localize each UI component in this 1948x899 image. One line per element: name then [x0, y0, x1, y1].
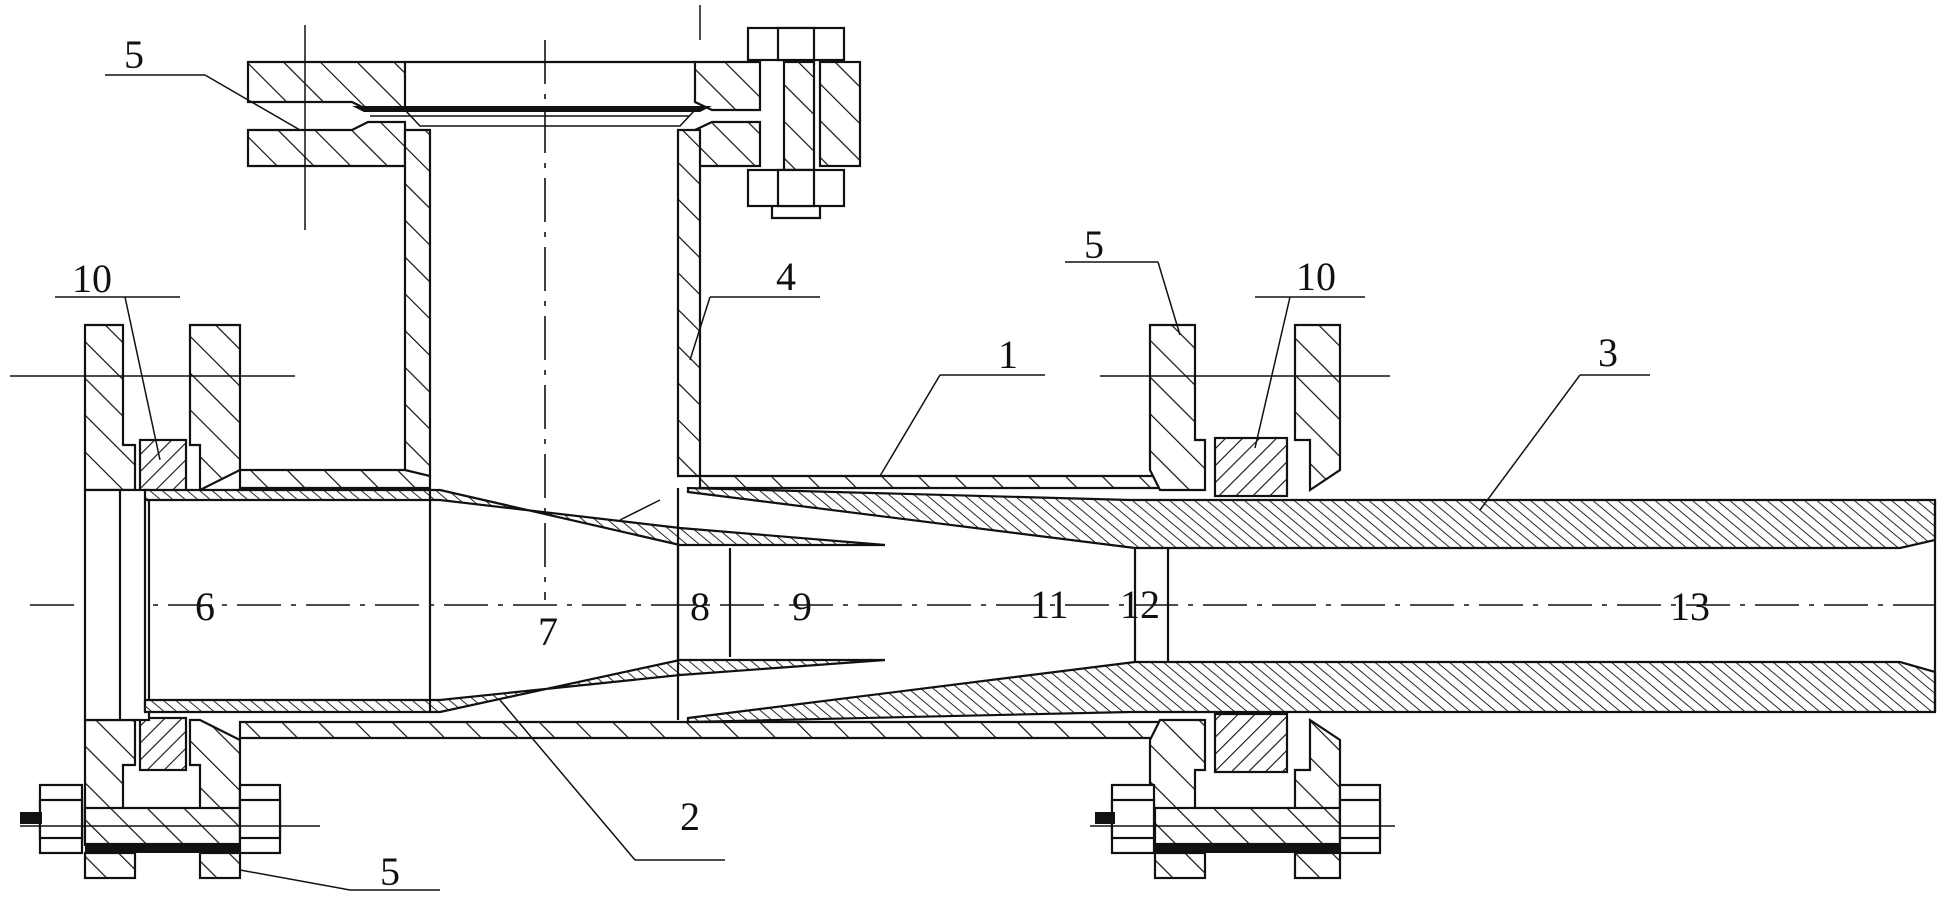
bottom-bolts	[20, 783, 1395, 880]
top-flange-upper-left	[246, 60, 407, 112]
right-flange-inner	[1293, 323, 1342, 493]
right-seal-bottom	[1213, 712, 1289, 774]
label-flange-bottom: 5	[380, 849, 400, 894]
shell-top-right	[698, 474, 1162, 490]
label-section-8: 8	[690, 584, 710, 629]
top-flange-lower-left	[246, 120, 407, 168]
label-section-11: 11	[1030, 582, 1069, 627]
top-flange-assembly	[246, 5, 862, 600]
inlet-pipe-left-wall	[403, 128, 432, 478]
shell-bottom	[238, 720, 1162, 740]
labels: 5 10 4 5 10 1 3 2 5 6 7 8 9 11 12 13	[72, 32, 1710, 894]
label-shell: 1	[998, 332, 1018, 377]
left-flange-inner	[188, 323, 242, 492]
nozzle-bottom	[143, 658, 886, 714]
diffuser-top	[686, 486, 1937, 550]
leader-lines	[55, 74, 1650, 891]
label-flange-right: 5	[1084, 222, 1104, 267]
left-flange-outer	[83, 323, 137, 492]
diffuser-bottom	[686, 660, 1937, 724]
label-section-13: 13	[1670, 584, 1710, 629]
right-flange-outer	[1148, 323, 1207, 492]
nozzle-top	[143, 488, 886, 547]
label-diffuser: 3	[1598, 330, 1618, 375]
label-section-9: 9	[792, 584, 812, 629]
top-flange-lower-right	[693, 120, 762, 168]
label-section-6: 6	[195, 584, 215, 629]
main-body	[10, 323, 1937, 847]
left-inlet-face	[83, 488, 151, 722]
label-inlet-pipe: 4	[776, 254, 796, 299]
label-seal-right: 10	[1296, 254, 1336, 299]
inlet-pipe-right-wall	[676, 128, 702, 478]
label-section-12: 12	[1120, 582, 1160, 627]
shell-top	[238, 468, 432, 490]
top-flange-upper-right	[693, 60, 762, 112]
right-seal-top	[1213, 436, 1289, 498]
top-gasket	[352, 106, 712, 112]
label-section-7: 7	[538, 609, 558, 654]
label-seal-left: 10	[72, 256, 112, 301]
label-nozzle: 2	[680, 794, 700, 839]
label-flange-top: 5	[124, 32, 144, 77]
left-seal-bottom	[138, 716, 188, 772]
left-seal-top	[138, 438, 188, 494]
